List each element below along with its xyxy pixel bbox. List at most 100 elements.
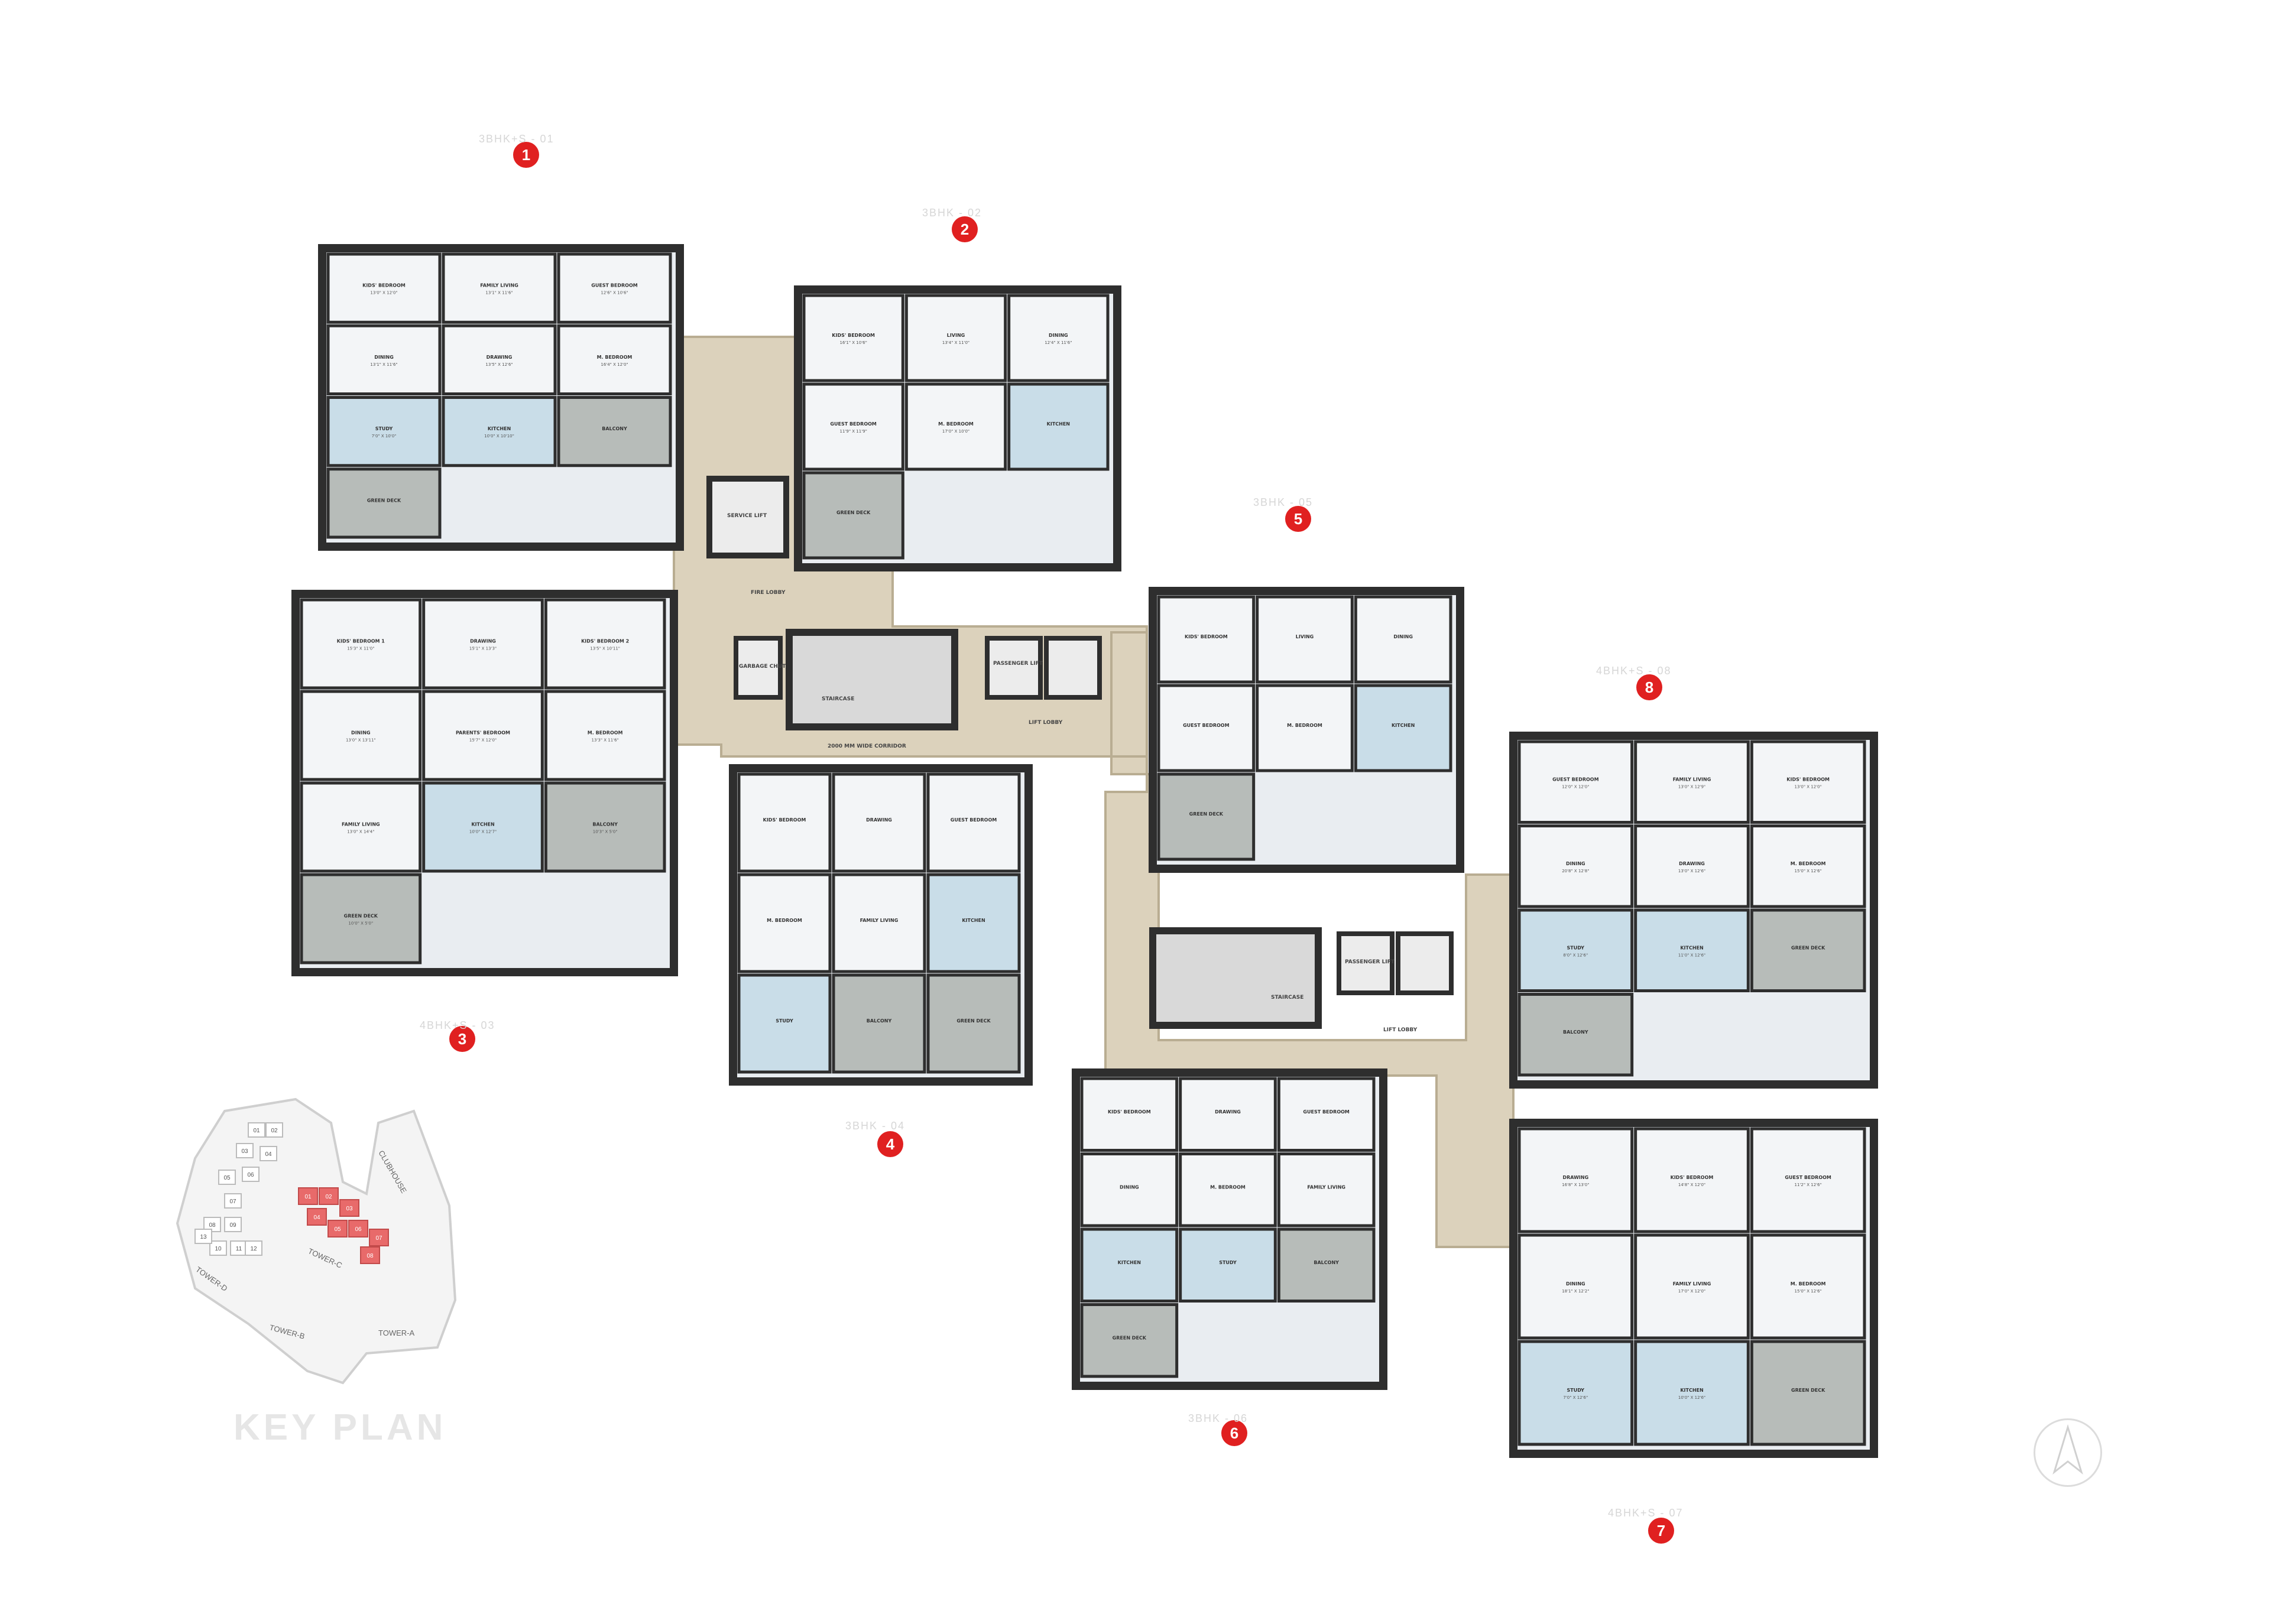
room-label: STUDY bbox=[1567, 1388, 1585, 1393]
room-label: FAMILY LIVING bbox=[1673, 777, 1711, 782]
room-label: GREEN DECK bbox=[1791, 945, 1825, 950]
unit-marker-3: 3 bbox=[449, 1026, 475, 1052]
room-dimension: 15'7" X 12'0" bbox=[469, 738, 497, 743]
key-plan-highlight-number: 04 bbox=[313, 1214, 320, 1221]
room-label: M. BEDROOM bbox=[1791, 1281, 1826, 1287]
room bbox=[557, 396, 672, 467]
room-label: KITCHEN bbox=[1680, 1388, 1703, 1393]
room bbox=[1517, 908, 1634, 992]
room-dimension: 15'3" X 11'0" bbox=[347, 647, 374, 651]
room-dimension: 10'0" X 5'0" bbox=[348, 921, 373, 926]
room-dimension: 16'1" X 10'6" bbox=[840, 340, 867, 345]
key-plan-title: KEY PLAN bbox=[234, 1407, 447, 1448]
room bbox=[926, 973, 1021, 1074]
passenger-lift-west-label: PASSENGER LIFT bbox=[993, 661, 1043, 667]
room bbox=[1277, 1152, 1376, 1227]
room-dimension: 13'0" X 14'4" bbox=[347, 830, 374, 834]
key-plan-highlight-number: 03 bbox=[346, 1206, 353, 1212]
room-label: KIDS' BEDROOM bbox=[362, 283, 406, 288]
room-dimension: 18'1" X 12'2" bbox=[1562, 1289, 1589, 1294]
room-label: GREEN DECK bbox=[344, 914, 378, 919]
key-plan-highlight-tile bbox=[327, 1220, 348, 1238]
unit-marker-7: 7 bbox=[1648, 1518, 1674, 1544]
room bbox=[1634, 824, 1750, 908]
key-plan-tile-number: 11 bbox=[236, 1246, 242, 1252]
room-dimension: 11'2" X 12'6" bbox=[1795, 1183, 1822, 1187]
room bbox=[802, 294, 904, 382]
room-label: KITCHEN bbox=[1680, 945, 1703, 950]
key-plan-tower-a: TOWER-A bbox=[378, 1329, 414, 1337]
room-label: FAMILY LIVING bbox=[480, 283, 518, 288]
room bbox=[1157, 595, 1256, 684]
room bbox=[1080, 1077, 1179, 1152]
room bbox=[1634, 1127, 1750, 1233]
room-dimension: 13'3" X 11'6" bbox=[592, 738, 619, 743]
key-plan-highlight-number: 05 bbox=[334, 1226, 341, 1233]
room bbox=[1080, 1303, 1179, 1378]
unit-caption: 3BHK - 04 bbox=[845, 1120, 906, 1132]
room bbox=[1517, 1340, 1634, 1446]
lift-lobby-west-label: LIFT LOBBY bbox=[1029, 720, 1063, 726]
room bbox=[904, 294, 1007, 382]
unit-number-badge: 7 bbox=[1648, 1518, 1674, 1544]
room-dimension: 10'0" X 12'6" bbox=[1678, 1395, 1705, 1400]
key-plan-highlight-tile bbox=[369, 1229, 389, 1246]
unit-3: KIDS' BEDROOM 115'3" X 11'0"DRAWING15'1"… bbox=[291, 590, 678, 976]
room bbox=[1517, 1127, 1634, 1233]
room bbox=[926, 772, 1021, 873]
room-dimension: 13'1" X 11'6" bbox=[485, 291, 513, 295]
room-dimension: 7'0" X 12'6" bbox=[1563, 1395, 1588, 1400]
key-plan-tile bbox=[224, 1193, 242, 1209]
room bbox=[326, 324, 442, 395]
room bbox=[1750, 824, 1866, 908]
unit-caption: 4BHK+S - 07 bbox=[1608, 1507, 1684, 1519]
room bbox=[737, 772, 832, 873]
room-label: DINING bbox=[1120, 1184, 1139, 1190]
room-label: DRAWING bbox=[1215, 1109, 1241, 1115]
room-label: KIDS' BEDROOM bbox=[1185, 634, 1228, 639]
room-dimension: 15'0" X 12'6" bbox=[1795, 869, 1822, 873]
room-label: FAMILY LIVING bbox=[860, 918, 899, 923]
room bbox=[1179, 1227, 1277, 1303]
room-label: GREEN DECK bbox=[836, 510, 871, 515]
room-label: FAMILY LIVING bbox=[1307, 1184, 1345, 1190]
room-label: BALCONY bbox=[867, 1018, 892, 1024]
room-dimension: 11'9" X 11'9" bbox=[840, 429, 867, 434]
room-label: GREEN DECK bbox=[1189, 811, 1224, 817]
unit-number-badge: 4 bbox=[877, 1131, 903, 1157]
room-label: M. BEDROOM bbox=[1791, 861, 1826, 866]
room bbox=[1634, 1340, 1750, 1446]
key-plan-tile bbox=[265, 1122, 283, 1138]
key-plan-tile bbox=[245, 1240, 262, 1256]
room bbox=[737, 873, 832, 973]
room-label: KIDS' BEDROOM bbox=[1786, 777, 1830, 782]
room-label: BALCONY bbox=[1563, 1029, 1588, 1035]
unit-marker-8: 8 bbox=[1636, 674, 1662, 700]
passenger-lift-west-2 bbox=[1044, 636, 1102, 700]
room-label: GUEST BEDROOM bbox=[1303, 1109, 1349, 1115]
key-plan-highlight-tile bbox=[319, 1187, 339, 1205]
room-label: FAMILY LIVING bbox=[342, 822, 380, 827]
key-plan-highlight-tile bbox=[360, 1246, 380, 1264]
room bbox=[300, 690, 422, 781]
passenger-lift-east-1 bbox=[1337, 931, 1395, 995]
room-dimension: 13'5" X 10'11" bbox=[590, 647, 620, 651]
room-label: GREEN DECK bbox=[956, 1018, 991, 1024]
unit-caption: 3BHK - 06 bbox=[1188, 1412, 1248, 1424]
core-east: STAIRCASE PASSENGER LIFT LIFT LOBBY bbox=[1149, 927, 1454, 1033]
room bbox=[442, 252, 557, 324]
room-dimension: 15'0" X 12'6" bbox=[1795, 1289, 1822, 1294]
room-dimension: 8'0" X 12'6" bbox=[1563, 953, 1588, 957]
key-plan-tile-number: 03 bbox=[241, 1148, 248, 1155]
room-label: DRAWING bbox=[470, 639, 496, 644]
room-label: STUDY bbox=[375, 426, 393, 431]
room-label: KITCHEN bbox=[1047, 421, 1070, 427]
room bbox=[1750, 908, 1866, 992]
room bbox=[1750, 1233, 1866, 1340]
room bbox=[1080, 1227, 1179, 1303]
key-plan-highlight-number: 06 bbox=[355, 1226, 362, 1233]
key-plan-tile-number: 13 bbox=[200, 1234, 207, 1240]
